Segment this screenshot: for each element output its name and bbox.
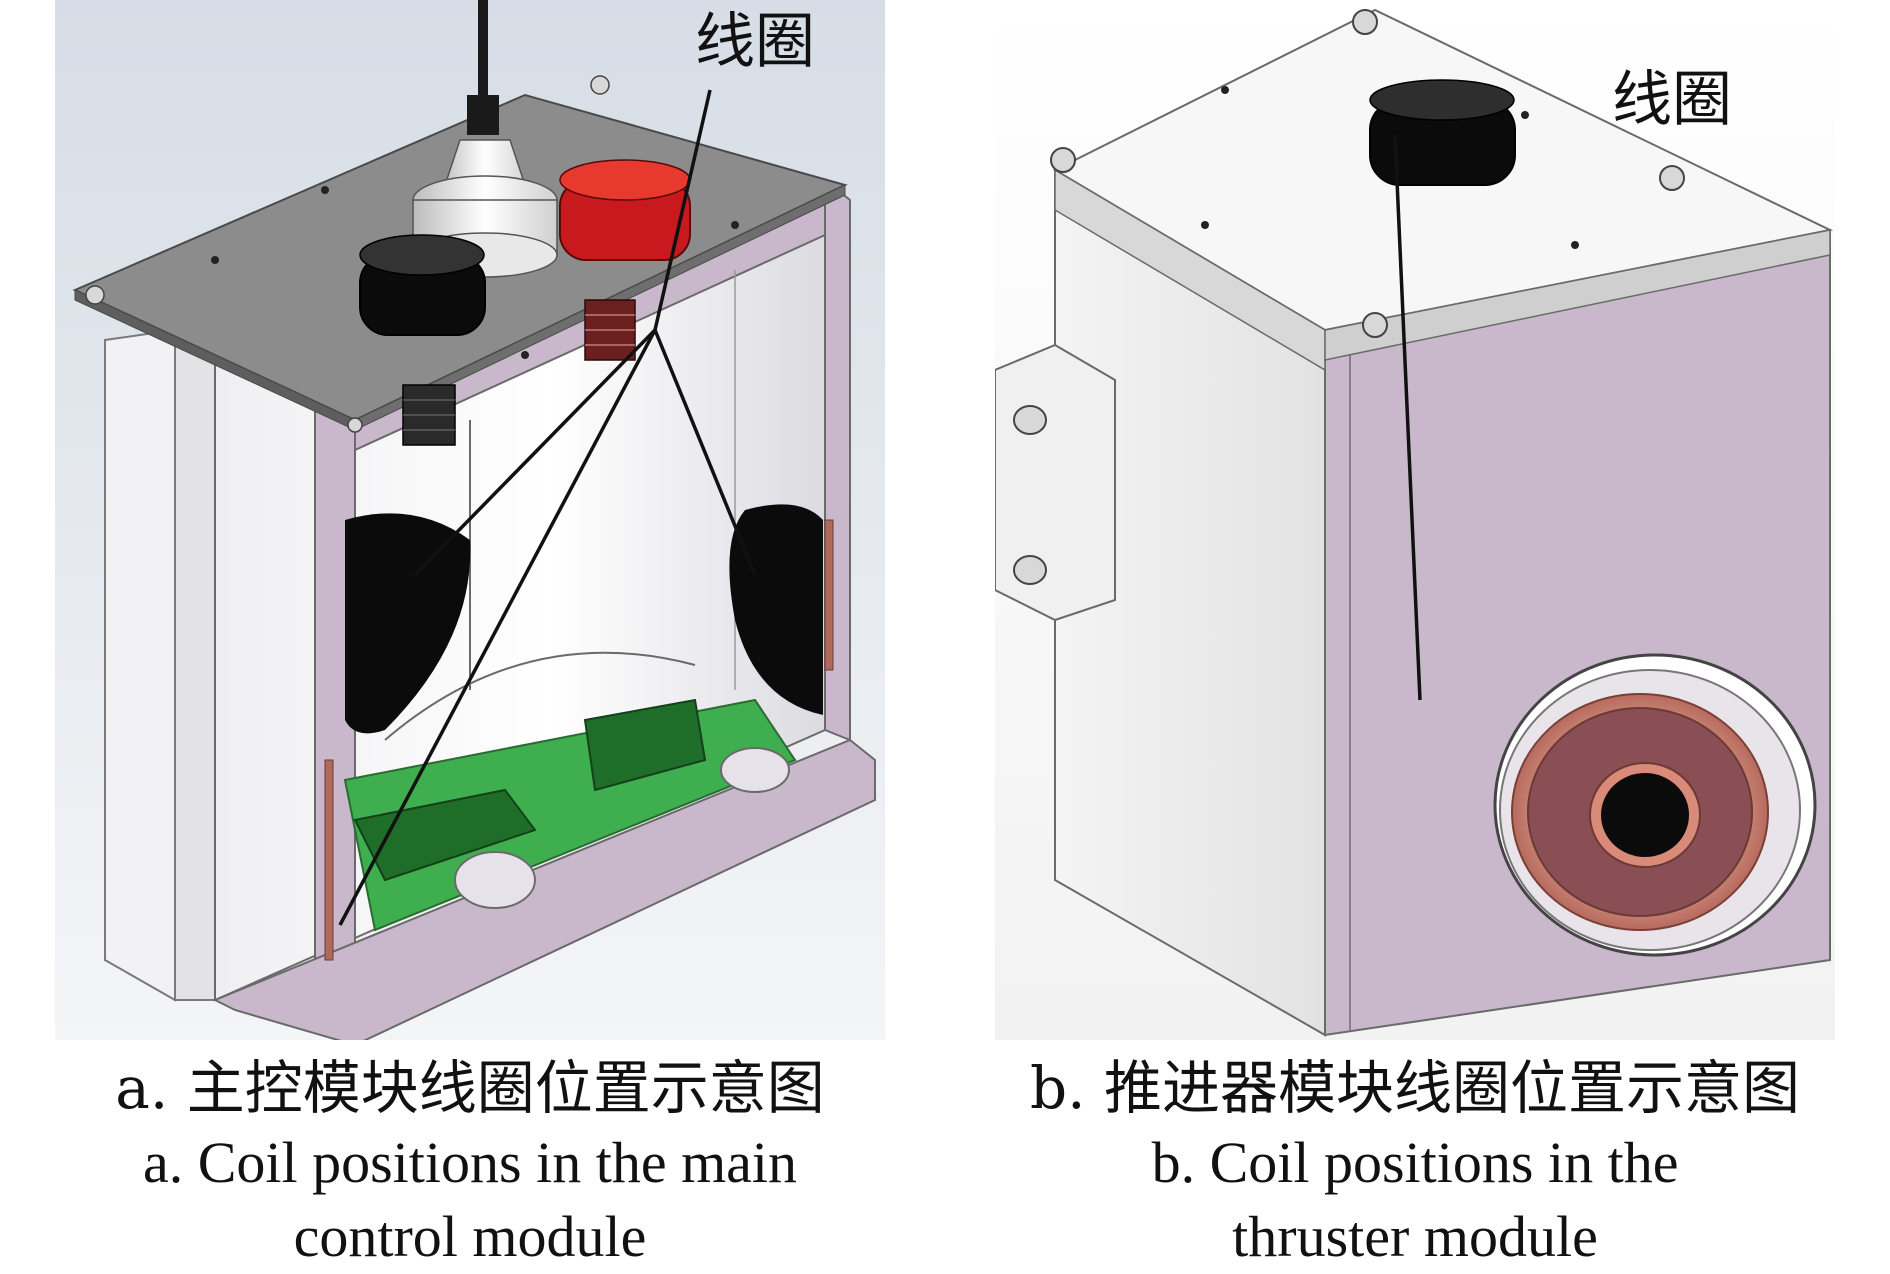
sensor-cable (478, 0, 488, 100)
caption-b: b. 推进器模块线圈位置示意图 b. Coil positions in the… (995, 1050, 1835, 1274)
caption-a-english-line2: control module (293, 1204, 647, 1269)
leader-to-right-coil (653, 329, 757, 576)
left-side-wall (104, 328, 176, 1002)
leader-thruster-coil (1393, 134, 1422, 701)
coil-callout-label: 线圈 (1612, 65, 1732, 135)
caption-a-english-line1: a. Coil positions in the main (142, 1130, 798, 1195)
thruster-bore (1601, 773, 1689, 857)
leader-to-strip (338, 329, 657, 926)
coil-callout-label: 线圈 (695, 7, 815, 77)
main-control-module-render (55, 0, 885, 1040)
leader-main (653, 89, 712, 331)
thruster-module-render (995, 0, 1835, 1040)
coil-left (345, 513, 471, 734)
caption-a: a. 主控模块线圈位置示意图 a. Coil positions in the … (55, 1050, 885, 1274)
panel-thruster: 线圈 b. 推进器模块线圈位置示意图 b. Coil positions in … (995, 0, 1835, 1269)
leader-to-left-coil (413, 328, 657, 577)
panel-main-control: 线圈 a. 主控模块线圈位置示意图 a. Coil positions in t… (55, 0, 885, 1269)
mount-bracket (995, 343, 1116, 622)
caption-b-chinese: b. 推进器模块线圈位置示意图 (1029, 1054, 1800, 1122)
base-plate (212, 738, 876, 1040)
caption-a-chinese: a. 主控模块线圈位置示意图 (115, 1054, 825, 1122)
pcb-component-right (583, 698, 707, 792)
coil-right (729, 504, 823, 715)
caption-b-english-line2: thruster module (1232, 1204, 1598, 1269)
caption-b-english-line1: b. Coil positions in the (1151, 1130, 1679, 1195)
